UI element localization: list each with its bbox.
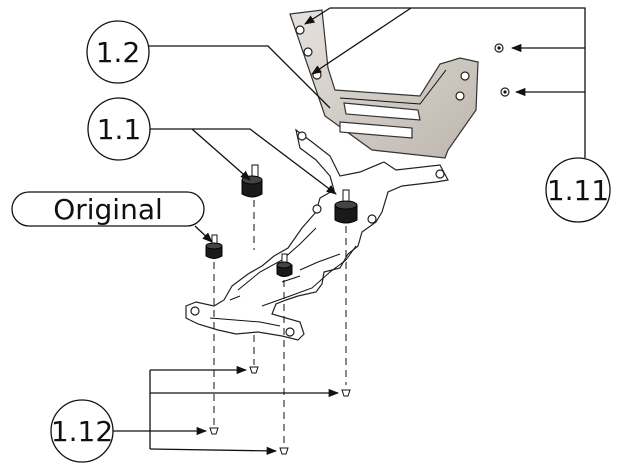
callout-1-12: 1.12 xyxy=(50,365,340,463)
lower-bracket-frame xyxy=(185,128,449,341)
screws-1-12 xyxy=(209,366,351,455)
callout-1-11-label: 1.11 xyxy=(547,174,609,207)
screws-1-11 xyxy=(494,43,510,97)
rubber-mount-3 xyxy=(276,253,293,277)
callout-1-2-label: 1.2 xyxy=(96,36,141,69)
upper-bracket-plate xyxy=(289,9,479,159)
assembly-centerlines xyxy=(213,200,347,445)
rubber-mount-2 xyxy=(334,189,358,224)
callout-1-1-label: 1.1 xyxy=(97,113,142,146)
callout-1-11: 1.11 xyxy=(304,7,611,223)
rubber-mount-1 xyxy=(241,164,263,198)
callout-original: Original xyxy=(11,191,213,243)
callout-1-1: 1.1 xyxy=(87,97,337,195)
callout-1-12-label: 1.12 xyxy=(51,415,113,448)
callout-1-2: 1.2 xyxy=(86,20,331,109)
original-label: Original xyxy=(53,193,163,226)
